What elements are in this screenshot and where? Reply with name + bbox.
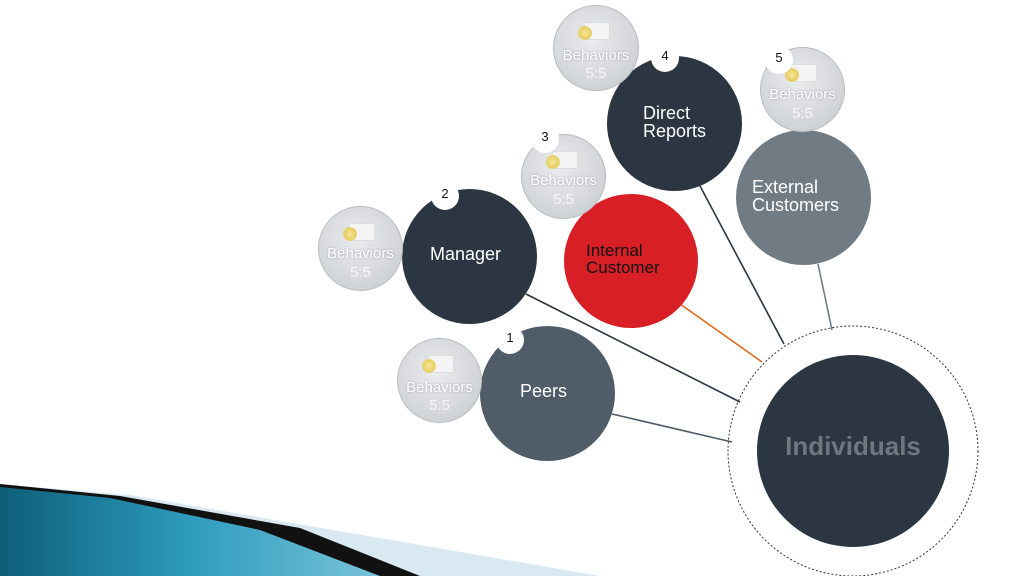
badge-5: 5 — [765, 46, 793, 74]
behaviors-bulb-icon — [546, 155, 560, 169]
center-circle-individuals — [757, 355, 949, 547]
node-direct-reports — [607, 56, 742, 191]
connector-external-customers — [817, 263, 833, 331]
node-internal-customer — [564, 194, 698, 328]
behaviors-bulb-icon — [422, 359, 436, 373]
node-internal-customer-label: Internal Customer — [586, 241, 660, 277]
behaviors-bulb-icon — [578, 26, 592, 40]
connector-internal-customer — [665, 293, 763, 363]
node-direct-reports-label: Direct Reports — [643, 103, 707, 141]
center-label: Individuals — [785, 431, 921, 461]
center-dotted-ring — [727, 325, 979, 576]
behaviors-label: Behaviors — [530, 172, 597, 189]
behaviors-bubble-direct-reports: Behaviors 5:5 — [553, 5, 639, 91]
badge-3: 3 — [531, 125, 559, 153]
node-peers-label: Peers — [519, 381, 568, 401]
behaviors-bubble-internal-customer: Behaviors 5:5 — [521, 134, 606, 219]
behaviors-bubble-manager: Behaviors 5:5 — [318, 206, 403, 291]
node-manager — [402, 189, 537, 324]
behaviors-label: Behaviors — [769, 86, 836, 103]
connector-manager — [525, 293, 741, 403]
behaviors-value: 5:5 — [429, 397, 450, 414]
behaviors-bubble-peers: Behaviors 5:5 — [397, 338, 482, 423]
behaviors-value: 5:5 — [585, 65, 607, 82]
badge-2: 2 — [431, 182, 459, 210]
behaviors-value: 5:5 — [792, 105, 813, 122]
behaviors-bulb-icon — [785, 68, 799, 82]
badge-4: 4 — [651, 44, 679, 72]
connector-peers — [611, 413, 733, 443]
behaviors-label: Behaviors — [327, 245, 394, 262]
node-manager-label: Manager — [429, 244, 502, 264]
connector-direct-reports — [699, 185, 785, 345]
behaviors-value: 5:5 — [350, 264, 371, 281]
behaviors-label: Behaviors — [562, 47, 630, 64]
behaviors-value: 5:5 — [553, 191, 574, 208]
behaviors-label: Behaviors — [406, 379, 473, 396]
node-external-customers-label: External Customers — [752, 177, 840, 215]
bottom-swoosh-teal — [0, 487, 380, 576]
node-external-customers — [736, 130, 871, 265]
badge-1: 1 — [496, 326, 524, 354]
behaviors-bulb-icon — [343, 227, 357, 241]
